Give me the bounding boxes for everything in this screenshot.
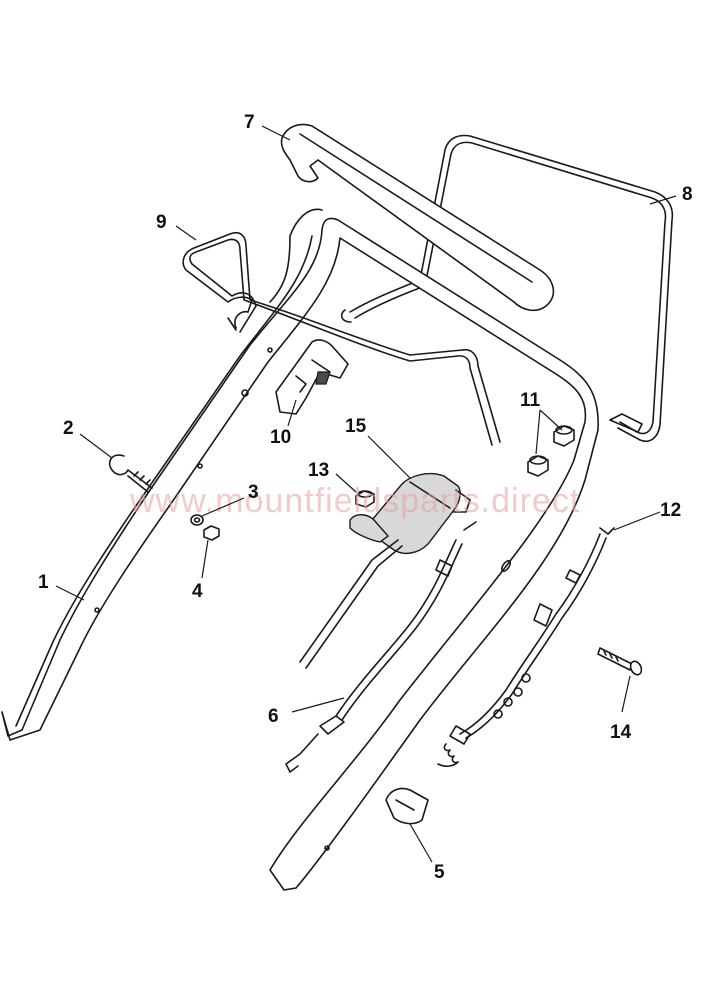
part-10-bracket <box>275 339 349 415</box>
part-2-hook-bolt <box>108 454 153 493</box>
callout-4: 4 <box>192 581 203 602</box>
leader-lines <box>55 125 677 863</box>
callout-11: 11 <box>520 390 541 411</box>
part-9-wire-rod <box>182 231 501 446</box>
part-6-cable <box>285 521 477 773</box>
callout-10: 10 <box>270 427 291 448</box>
callout-7: 7 <box>244 112 255 133</box>
callout-13: 13 <box>308 460 329 481</box>
part-7-upper-handle <box>280 123 555 312</box>
part-15-control-housing <box>349 472 471 555</box>
part-13-spacer <box>355 490 375 508</box>
callout-3: 3 <box>248 482 259 503</box>
callout-9: 9 <box>156 212 167 233</box>
callout-12: 12 <box>660 500 681 521</box>
watermark-text: www.mountfieldsparts.direct <box>129 482 580 520</box>
callout-15: 15 <box>345 416 367 437</box>
part-4-nut <box>203 525 220 541</box>
part-14-bolt <box>597 647 643 676</box>
callout-6: 6 <box>268 706 279 727</box>
part-12-cable <box>437 527 615 767</box>
callout-8: 8 <box>682 184 693 205</box>
callout-1: 1 <box>38 572 49 593</box>
part-8-bail-bar <box>340 134 674 442</box>
part-5-clip <box>385 787 429 825</box>
callout-2: 2 <box>63 418 74 439</box>
callout-5: 5 <box>434 862 445 883</box>
part-1-handle-frame <box>1 208 599 891</box>
part-11-nuts <box>527 425 575 477</box>
part-3-washer <box>190 514 204 526</box>
callout-14: 14 <box>610 722 632 743</box>
